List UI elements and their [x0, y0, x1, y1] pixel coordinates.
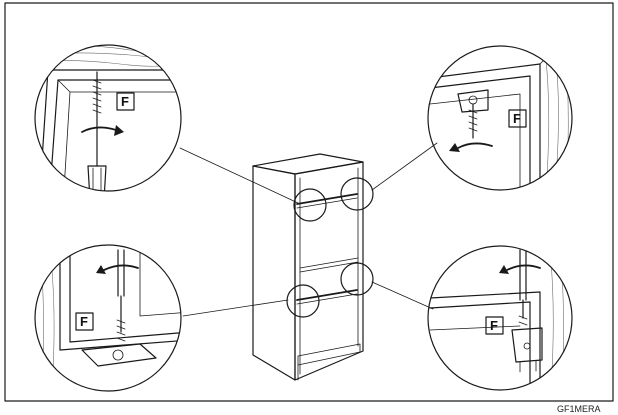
detail-bottom-right: F	[427, 245, 573, 391]
callout-label-bottom-left: F	[80, 314, 88, 329]
detail-top-right: F	[427, 45, 573, 191]
detail-bottom-left: F	[34, 244, 182, 392]
callout-box-bottom-left	[75, 312, 94, 331]
callout-label-top-left: F	[121, 94, 129, 109]
reference-code: GF1MERA	[557, 404, 601, 414]
built-in-cabinet	[252, 153, 374, 381]
callout-label-top-right: F	[513, 111, 521, 126]
detail-top-left: F	[34, 44, 182, 192]
detail-marker-top-left	[293, 188, 327, 222]
callout-box-top-left	[116, 92, 135, 111]
outer-frame	[4, 2, 614, 402]
detail-marker-bottom-left	[286, 284, 320, 318]
callout-box-top-right	[508, 109, 527, 128]
detail-marker-top-right	[340, 177, 374, 211]
callout-box-bottom-right	[485, 316, 504, 335]
detail-marker-bottom-right	[340, 262, 374, 296]
leader-lines	[179, 142, 438, 317]
callout-label-bottom-right: F	[490, 318, 498, 333]
